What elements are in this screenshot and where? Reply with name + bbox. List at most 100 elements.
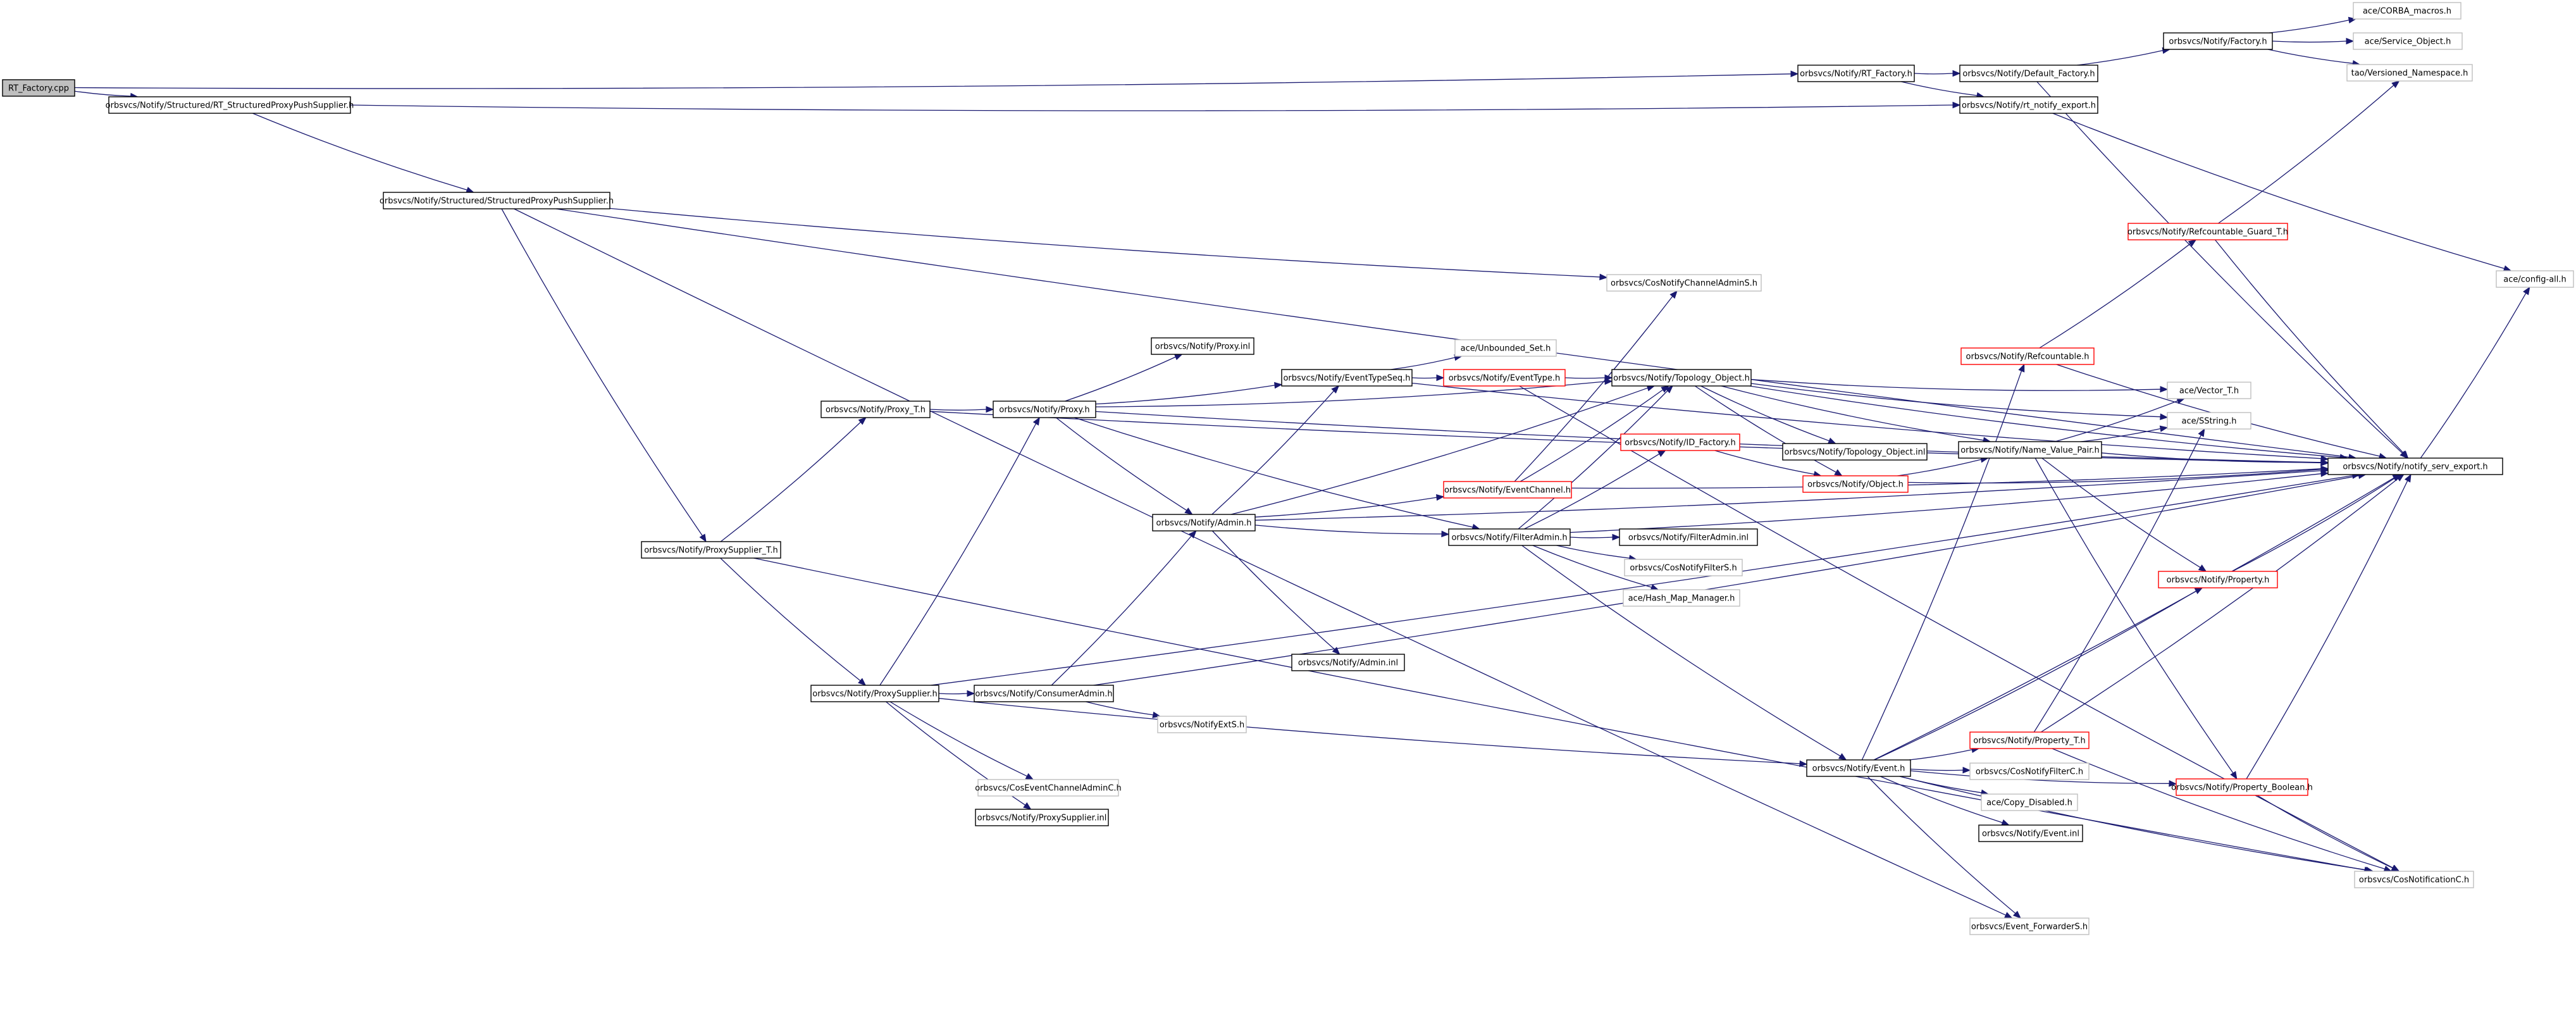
- node-orbsvcs-notify-proxy-inl[interactable]: orbsvcs/Notify/Proxy.inl: [1151, 337, 1254, 355]
- node-orbsvcs-notify-refcountable-guard-t-h[interactable]: orbsvcs/Notify/Refcountable_Guard_T.h: [2127, 223, 2288, 240]
- node-ace-sstring-h[interactable]: ace/SString.h: [2167, 412, 2251, 430]
- node-box: [1291, 654, 1405, 671]
- edge-arrowhead: [2346, 37, 2355, 45]
- edge-line: [938, 698, 1800, 764]
- edge-n3-to-n4: [2077, 47, 2171, 66]
- node-label: orbsvcs/CosNotifyFilterC.h: [1976, 768, 2083, 777]
- node-ace-corba-macros-h[interactable]: ace/CORBA_macros.h: [2353, 2, 2461, 20]
- node-orbsvcs-notify-topology-object-inl[interactable]: orbsvcs/Notify/Topology_Object.inl: [1782, 443, 1928, 461]
- edge-n25-to-n19: [2054, 397, 2186, 442]
- edge-line: [938, 693, 968, 695]
- node-label: orbsvcs/CosEventChannelAdminC.h: [975, 784, 1122, 793]
- node-orbsvcs-notify-eventchannel-h[interactable]: orbsvcs/Notify/EventChannel.h: [1443, 481, 1572, 499]
- node-box: [1960, 347, 2095, 365]
- node-label: orbsvcs/CosNotifyFilterS.h: [1630, 564, 1737, 573]
- node-orbsvcs-notify-id-factory-h[interactable]: orbsvcs/Notify/ID_Factory.h: [1620, 433, 1740, 451]
- node-orbsvcs-notify-notify-serv-export-h[interactable]: orbsvcs/Notify/notify_serv_export.h: [2327, 457, 2503, 475]
- node-label: orbsvcs/Notify/Property.h: [2167, 576, 2270, 585]
- node-orbsvcs-notify-object-h[interactable]: orbsvcs/Notify/Object.h: [1802, 475, 1909, 493]
- node-orbsvcs-notify-filteradmin-inl[interactable]: orbsvcs/Notify/FilterAdmin.inl: [1619, 528, 1758, 546]
- node-orbsvcs-notify-structured-rt-structuredproxypushsupplier-h[interactable]: orbsvcs/Notify/Structured/RT_StructuredP…: [106, 96, 354, 114]
- node-orbsvcs-coseventchanneladminc-h[interactable]: orbsvcs/CosEventChannelAdminC.h: [975, 779, 1122, 797]
- edge-line: [1909, 749, 1972, 761]
- edge-arrowhead: [1657, 450, 1666, 457]
- node-orbsvcs-notify-factory-h[interactable]: orbsvcs/Notify/Factory.h: [2163, 32, 2273, 50]
- node-orbsvcs-notify-proxysupplier-t-h[interactable]: orbsvcs/Notify/ProxySupplier_T.h: [641, 541, 781, 559]
- edge-arrowhead: [2198, 428, 2205, 437]
- node-orbsvcs-notify-name-value-pair-h[interactable]: orbsvcs/Notify/Name_Value_Pair.h: [1958, 441, 2102, 459]
- node-orbsvcs-notify-topology-object-h[interactable]: orbsvcs/Notify/Topology_Object.h: [1611, 369, 1752, 387]
- node-label: orbsvcs/Notify/ID_Factory.h: [1625, 438, 1735, 448]
- node-orbsvcs-notify-rt-notify-export-h[interactable]: orbsvcs/Notify/rt_notify_export.h: [1959, 96, 2098, 114]
- node-rt-factory-cpp[interactable]: RT_Factory.cpp: [2, 79, 75, 97]
- node-label: orbsvcs/Notify/EventChannel.h: [1444, 486, 1571, 495]
- edge-arrowhead: [1790, 70, 1799, 78]
- node-orbsvcs-notify-filteradmin-h[interactable]: orbsvcs/Notify/FilterAdmin.h: [1448, 528, 1571, 546]
- edge-line: [1899, 776, 2367, 871]
- edge-line: [1570, 473, 2322, 533]
- edge-arrowhead: [1189, 530, 1197, 538]
- edge-n41-to-n17: [1861, 363, 2025, 761]
- node-orbsvcs-notify-admin-h[interactable]: orbsvcs/Notify/Admin.h: [1152, 514, 1256, 532]
- edge-line: [2052, 113, 2505, 270]
- edge-n9-to-n32: [501, 208, 707, 543]
- edge-arrowhead: [2169, 780, 2177, 787]
- node-tao-versioned-namespace-h[interactable]: tao/Versioned_Namespace.h: [2346, 64, 2473, 82]
- edge-arrowhead: [2018, 363, 2025, 373]
- node-box: [974, 685, 1114, 702]
- node-orbsvcs-notify-property-h[interactable]: orbsvcs/Notify/Property.h: [2158, 571, 2278, 588]
- edge-n21-to-n29: [1055, 417, 1193, 515]
- node-orbsvcs-notify-eventtype-h[interactable]: orbsvcs/Notify/EventType.h: [1443, 369, 1566, 387]
- edge-line: [1749, 385, 2341, 458]
- node-box: [1619, 528, 1758, 546]
- edge-line: [74, 73, 1792, 89]
- edge-n32-to-n20: [720, 417, 867, 542]
- edge-line: [1518, 390, 1668, 530]
- node-orbsvcs-notifyexts-h[interactable]: orbsvcs/NotifyExtS.h: [1157, 716, 1247, 733]
- node-box: [1157, 716, 1247, 733]
- node-box: [2353, 32, 2463, 50]
- edge-arrowhead: [1834, 469, 1843, 476]
- node-orbsvcs-cosnotificationc-h[interactable]: orbsvcs/CosNotificationC.h: [2354, 871, 2474, 888]
- edge-arrowhead: [1332, 647, 1341, 655]
- edge-arrowhead: [1184, 507, 1193, 515]
- node-orbsvcs-cosnotifychanneladmins-h[interactable]: orbsvcs/CosNotifyChannelAdminS.h: [1606, 274, 1762, 292]
- node-orbsvcs-notify-rt-factory-h[interactable]: orbsvcs/Notify/RT_Factory.h: [1797, 65, 1915, 82]
- node-orbsvcs-notify-structured-structuredproxypushsupplier-h[interactable]: orbsvcs/Notify/Structured/StructuredProx…: [380, 192, 614, 209]
- node-orbsvcs-cosnotifyfilters-h[interactable]: orbsvcs/CosNotifyFilterS.h: [1624, 559, 1743, 576]
- node-orbsvcs-notify-property-boolean-h[interactable]: orbsvcs/Notify/Property_Boolean.h: [2171, 778, 2313, 796]
- edge-line: [2033, 435, 2201, 733]
- node-orbsvcs-notify-eventtypeseq-h[interactable]: orbsvcs/Notify/EventTypeSeq.h: [1281, 369, 1413, 387]
- node-ace-unbounded-set-h[interactable]: ace/Unbounded_Set.h: [1454, 339, 1557, 357]
- node-ace-copy-disabled-h[interactable]: ace/Copy_Disabled.h: [1981, 793, 2078, 811]
- edge-n8-to-n11: [2052, 113, 2512, 272]
- node-orbsvcs-notify-proxysupplier-inl[interactable]: orbsvcs/Notify/ProxySupplier.inl: [975, 809, 1109, 826]
- edge-line: [720, 421, 861, 542]
- node-orbsvcs-cosnotifyfilterc-h[interactable]: orbsvcs/CosNotifyFilterC.h: [1969, 762, 2090, 780]
- node-box: [2158, 571, 2278, 588]
- node-orbsvcs-notify-event-h[interactable]: orbsvcs/Notify/Event.h: [1806, 759, 1911, 777]
- node-orbsvcs-notify-refcountable-h[interactable]: orbsvcs/Notify/Refcountable.h: [1960, 347, 2095, 365]
- node-ace-vector-t-h[interactable]: ace/Vector_T.h: [2167, 382, 2251, 399]
- node-ace-service-object-h[interactable]: ace/Service_Object.h: [2353, 32, 2463, 50]
- node-ace-config-all-h[interactable]: ace/config-all.h: [2496, 270, 2574, 288]
- edge-line: [1051, 535, 1192, 686]
- node-orbsvcs-notify-event-inl[interactable]: orbsvcs/Notify/Event.inl: [1978, 824, 2083, 842]
- edge-line: [1521, 545, 1841, 757]
- node-box: [1443, 369, 1566, 387]
- node-orbsvcs-event-forwarders-h[interactable]: orbsvcs/Event_ForwarderS.h: [1969, 917, 2090, 935]
- edge-arrowhead: [2198, 564, 2207, 572]
- node-orbsvcs-notify-property-t-h[interactable]: orbsvcs/Notify/Property_T.h: [1969, 731, 2090, 749]
- node-orbsvcs-notify-default-factory-h[interactable]: orbsvcs/Notify/Default_Factory.h: [1959, 65, 2098, 82]
- edge-n4-to-n6: [2272, 37, 2355, 45]
- node-orbsvcs-notify-consumeradmin-h[interactable]: orbsvcs/Notify/ConsumerAdmin.h: [974, 685, 1114, 702]
- node-box: [1151, 337, 1254, 355]
- node-orbsvcs-notify-admin-inl[interactable]: orbsvcs/Notify/Admin.inl: [1291, 654, 1405, 671]
- node-orbsvcs-notify-proxy-h[interactable]: orbsvcs/Notify/Proxy.h: [993, 401, 1096, 418]
- node-orbsvcs-notify-proxy-t-h[interactable]: orbsvcs/Notify/Proxy_T.h: [820, 401, 931, 418]
- edge-arrowhead: [1173, 354, 1183, 361]
- edge-arrowhead: [1274, 382, 1283, 389]
- node-ace-hash-map-manager-h[interactable]: ace/Hash_Map_Manager.h: [1623, 589, 1740, 607]
- node-orbsvcs-notify-proxysupplier-h[interactable]: orbsvcs/Notify/ProxySupplier.h: [810, 685, 939, 702]
- edge-n38-to-n39: [1086, 701, 1161, 718]
